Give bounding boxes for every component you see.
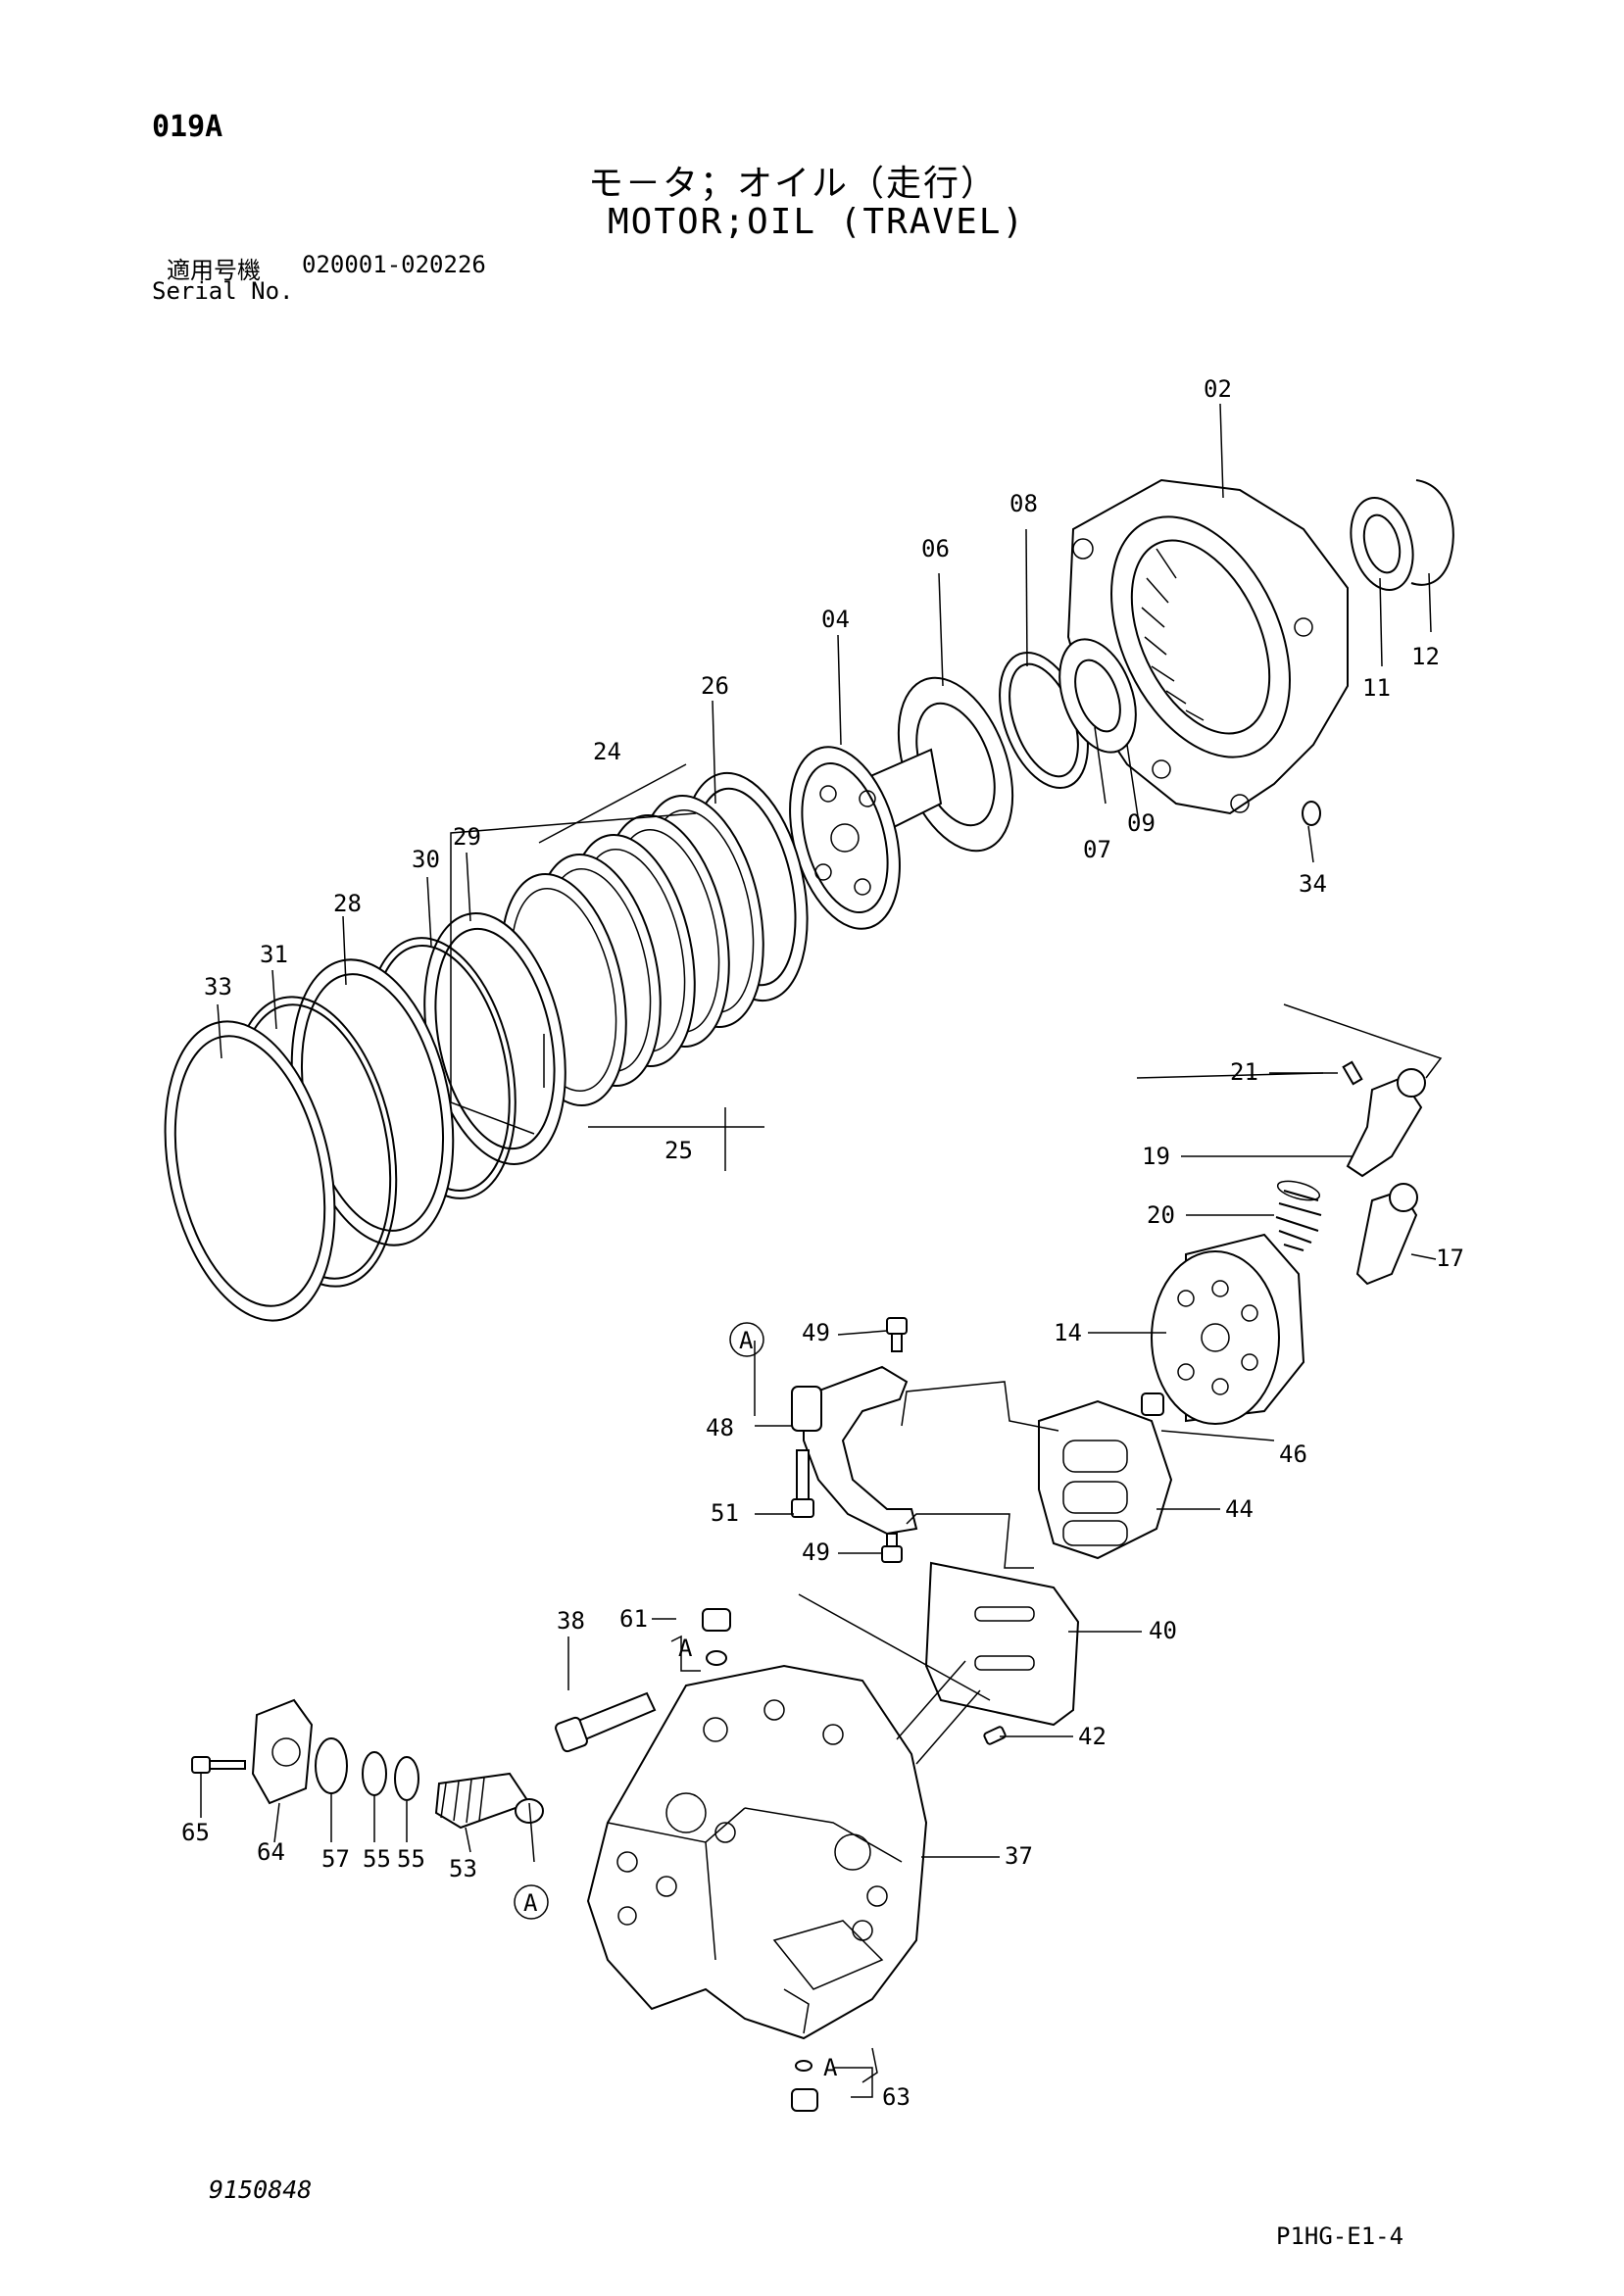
- part-42-plug: [983, 1726, 1007, 1745]
- part-40-cover: [924, 1561, 1080, 1727]
- part-55-ring-b: [394, 1756, 419, 1801]
- part-21-pin: [1342, 1060, 1363, 1086]
- title-japanese: モ－タ；オイル（走行）: [588, 164, 999, 204]
- callout-26: 26: [701, 672, 729, 700]
- callout-08: 08: [1009, 490, 1038, 517]
- part-17-piston: [1355, 1183, 1418, 1286]
- ref-a-4: A: [823, 2054, 838, 2081]
- part-33-seal-ring: [164, 1020, 336, 1322]
- callout-07: 07: [1083, 836, 1111, 863]
- callout-09: 09: [1127, 809, 1156, 837]
- callout-28: 28: [333, 890, 362, 917]
- part-53-relief-valve: [434, 1772, 544, 1830]
- callout-46: 46: [1279, 1441, 1307, 1468]
- callout-20: 20: [1147, 1201, 1175, 1229]
- part-02-housing: [1066, 478, 1349, 815]
- callout-30: 30: [412, 846, 440, 873]
- callout-53: 53: [449, 1855, 477, 1882]
- ref-a-3: A: [678, 1635, 693, 1662]
- callout-65: 65: [181, 1819, 210, 1846]
- callout-57: 57: [321, 1845, 350, 1873]
- part-19-spool: [1346, 1068, 1426, 1178]
- part-61-plug: [702, 1608, 731, 1666]
- callout-55-b: 55: [397, 1845, 425, 1873]
- callout-06: 06: [921, 535, 950, 562]
- part-29-ring: [423, 912, 566, 1165]
- part-14-cylinder-block: [1151, 1233, 1305, 1425]
- callout-04: 04: [821, 606, 850, 633]
- part-49-bolt-upper: [886, 1317, 908, 1352]
- part-04-shaft: [789, 746, 943, 930]
- part-44-valve-plate: [1038, 1399, 1173, 1560]
- part-51-bolt: [791, 1449, 814, 1518]
- part-64-flange: [251, 1698, 314, 1805]
- callout-48: 48: [706, 1414, 734, 1441]
- callout-42: 42: [1078, 1723, 1107, 1750]
- callout-31: 31: [260, 941, 288, 968]
- part-37-motor-body: [586, 1664, 928, 2040]
- callout-40: 40: [1149, 1617, 1177, 1644]
- callout-64: 64: [257, 1838, 285, 1866]
- part-63-plug: [791, 2060, 818, 2112]
- callout-49-lower: 49: [802, 1539, 830, 1566]
- part-49-bolt-lower: [881, 1533, 903, 1563]
- sheet-code: P1HG-E1-4: [1276, 2223, 1404, 2250]
- serial-label-english: Serial No.: [152, 277, 294, 305]
- title-english: MOTOR;OIL (TRAVEL): [608, 202, 1026, 242]
- part-38-bolt: [555, 1691, 657, 1753]
- callout-17: 17: [1436, 1245, 1464, 1272]
- callout-49-upper: 49: [802, 1319, 830, 1346]
- ref-a-circle-1: [729, 1322, 764, 1357]
- callout-61: 61: [619, 1605, 648, 1633]
- callout-labels: 02 04 06 07 08 09 11 12 14 17 19 20 21 2…: [181, 375, 1464, 2111]
- callout-14: 14: [1054, 1319, 1082, 1346]
- part-55-ring-a: [362, 1751, 387, 1796]
- document-number: 9150848: [209, 2175, 313, 2204]
- part-09-bearing: [1058, 638, 1137, 754]
- callout-29: 29: [453, 823, 481, 851]
- callout-51: 51: [711, 1499, 739, 1527]
- leader-lines: [200, 403, 1443, 2098]
- part-34-o-ring: [1302, 801, 1321, 826]
- part-11-seal: [1350, 496, 1414, 592]
- part-65-bolt: [191, 1756, 246, 1774]
- part-12-snap-ring: [1410, 479, 1454, 586]
- callout-63: 63: [882, 2083, 910, 2111]
- callout-34: 34: [1299, 870, 1327, 898]
- callout-11: 11: [1362, 674, 1391, 702]
- callout-24: 24: [593, 738, 621, 765]
- part-46-bushing: [1141, 1392, 1164, 1416]
- part-20-spring: [1275, 1180, 1322, 1251]
- part-24-25-friction-plates: [500, 794, 764, 1107]
- callout-02: 02: [1204, 375, 1232, 403]
- part-48-bracket: [791, 1365, 918, 1536]
- serial-label-japanese: 適用号機: [167, 257, 261, 284]
- callout-37: 37: [1005, 1842, 1033, 1870]
- serial-range: 020001-020226: [302, 251, 486, 278]
- ref-a-2: A: [523, 1889, 538, 1917]
- ref-a-circle-2: [514, 1884, 549, 1920]
- callout-12: 12: [1411, 643, 1440, 670]
- reference-marks: A A A A: [514, 1322, 838, 2081]
- callout-21: 21: [1230, 1058, 1258, 1086]
- callout-38: 38: [557, 1607, 585, 1635]
- callout-19: 19: [1142, 1143, 1170, 1170]
- ref-a-1: A: [739, 1327, 754, 1354]
- page-code: 019A: [152, 110, 223, 144]
- callout-25: 25: [664, 1137, 693, 1164]
- callout-33: 33: [204, 973, 232, 1001]
- callout-55-a: 55: [363, 1845, 391, 1873]
- part-57-o-ring: [315, 1737, 348, 1794]
- callout-44: 44: [1225, 1495, 1254, 1523]
